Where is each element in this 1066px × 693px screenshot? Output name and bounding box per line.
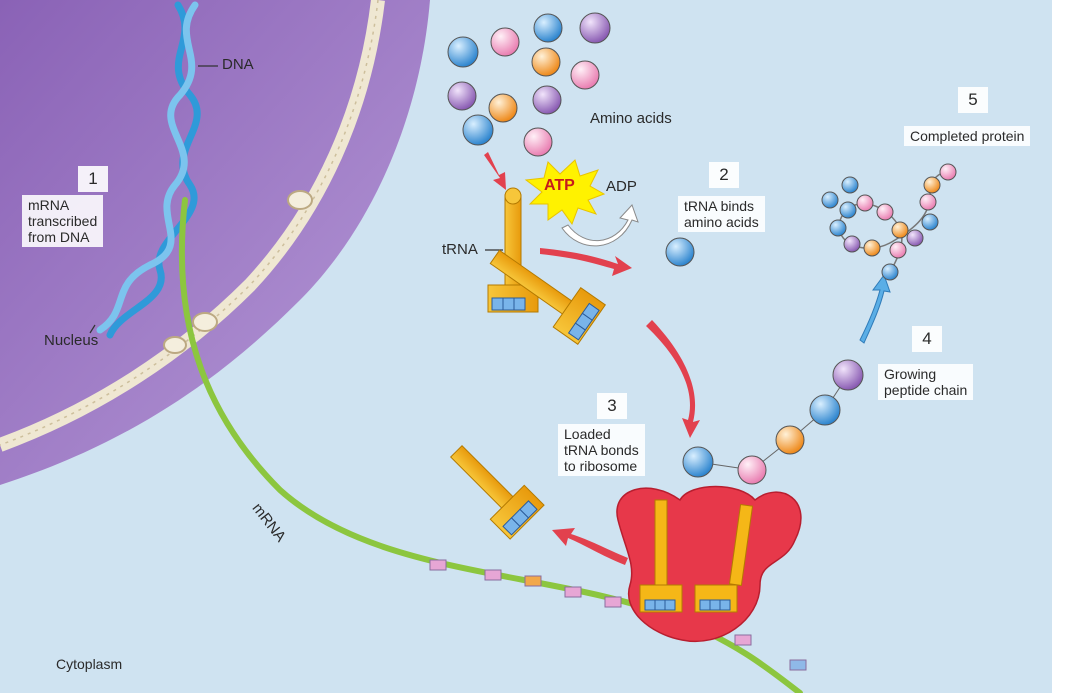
trna-label: tRNA [442,241,478,258]
page-edge [1052,0,1066,693]
trna-loaded [489,249,607,345]
step-5-number: 5 [958,87,988,113]
mrna-strand [178,197,803,693]
dna-helix [96,1,201,339]
nuclear-pore [163,190,313,354]
step-3-text: Loaded tRNA bonds to ribosome [558,424,645,476]
step-5-text: Completed protein [904,126,1031,146]
step-4-text: Growing peptide chain [878,364,974,400]
cytoplasm-label: Cytoplasm [56,656,123,672]
growing-peptide-chain [682,359,864,485]
bound-amino-acid [665,237,695,267]
step-3-number: 3 [597,393,627,419]
amino-acids-label: Amino acids [590,110,672,127]
step-1-text: mRNA transcribed from DNA [22,195,104,247]
adp-label: ADP [606,178,637,195]
step-2-number: 2 [709,162,739,188]
amino-acid-pool [447,12,611,157]
nucleus-label: Nucleus [44,332,99,349]
completed-protein [821,163,957,281]
step-2-text: tRNA binds amino acids [678,196,765,232]
atp-label: ATP [544,177,575,194]
to-protein-arrow [859,273,891,344]
step-4-number: 4 [912,326,942,352]
nucleus-pointer [89,324,96,334]
atp-adp-arrow [561,204,639,247]
trna-released [449,444,545,540]
process-arrows [484,152,700,565]
ribosome-trnas [639,499,754,613]
dna-label: DNA [222,56,254,73]
atp-burst [524,159,606,226]
nuclear-envelope-edge [0,0,379,446]
trna-free [487,187,539,313]
nucleus-shape [0,0,430,485]
step-1-number: 1 [78,166,108,192]
